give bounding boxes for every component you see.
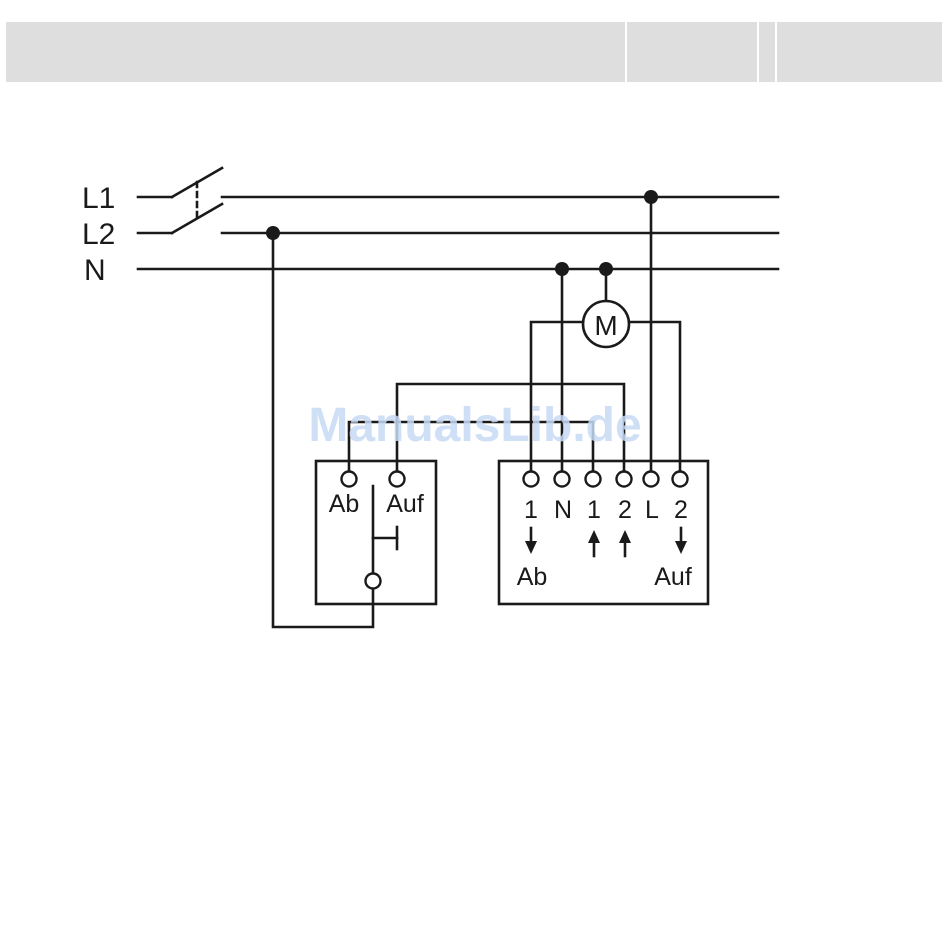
actuator-label-up: Auf bbox=[654, 563, 692, 591]
actuator-terminal-label: 2 bbox=[674, 496, 688, 524]
actuator-terminal-2-down bbox=[673, 472, 688, 487]
actuator-terminal-n bbox=[555, 472, 570, 487]
actuator-terminal-1-down bbox=[524, 472, 539, 487]
main-switch-blade-l2 bbox=[172, 204, 222, 233]
actuator-terminal-l bbox=[644, 472, 659, 487]
pushbutton-switch: Ab Auf bbox=[316, 461, 436, 604]
actuator-terminal-label: 1 bbox=[587, 496, 601, 524]
supply-lines: L1 L2 N bbox=[82, 168, 778, 287]
actuator-terminal-label: 2 bbox=[618, 496, 632, 524]
arrow-up-icon bbox=[588, 530, 600, 556]
switch-label-down: Ab bbox=[329, 490, 360, 518]
switch-terminal-common bbox=[366, 574, 381, 589]
actuator-terminal-2-up bbox=[617, 472, 632, 487]
actuator-terminal-label: L bbox=[645, 496, 659, 524]
actuator-terminal-1-up bbox=[586, 472, 601, 487]
switch-label-up: Auf bbox=[386, 490, 424, 518]
arrow-down-icon bbox=[675, 528, 687, 554]
actuator-label-down: Ab bbox=[517, 563, 548, 591]
line-label-l2: L2 bbox=[82, 218, 115, 251]
actuator-terminal-label: 1 bbox=[524, 496, 538, 524]
watermark: ManualsLib.de bbox=[308, 399, 641, 452]
switch-terminal-down bbox=[342, 472, 357, 487]
arrow-down-icon bbox=[525, 528, 537, 554]
line-label-l1: L1 bbox=[82, 182, 115, 215]
arrow-up-icon bbox=[619, 530, 631, 556]
motor-label: M bbox=[594, 310, 617, 341]
shutter-actuator: 1 N 1 2 L 2 Ab Auf bbox=[499, 461, 708, 604]
motor: M bbox=[583, 269, 629, 347]
actuator-terminal-label: N bbox=[554, 496, 572, 524]
switch-terminal-up bbox=[390, 472, 405, 487]
line-label-n: N bbox=[84, 254, 106, 287]
